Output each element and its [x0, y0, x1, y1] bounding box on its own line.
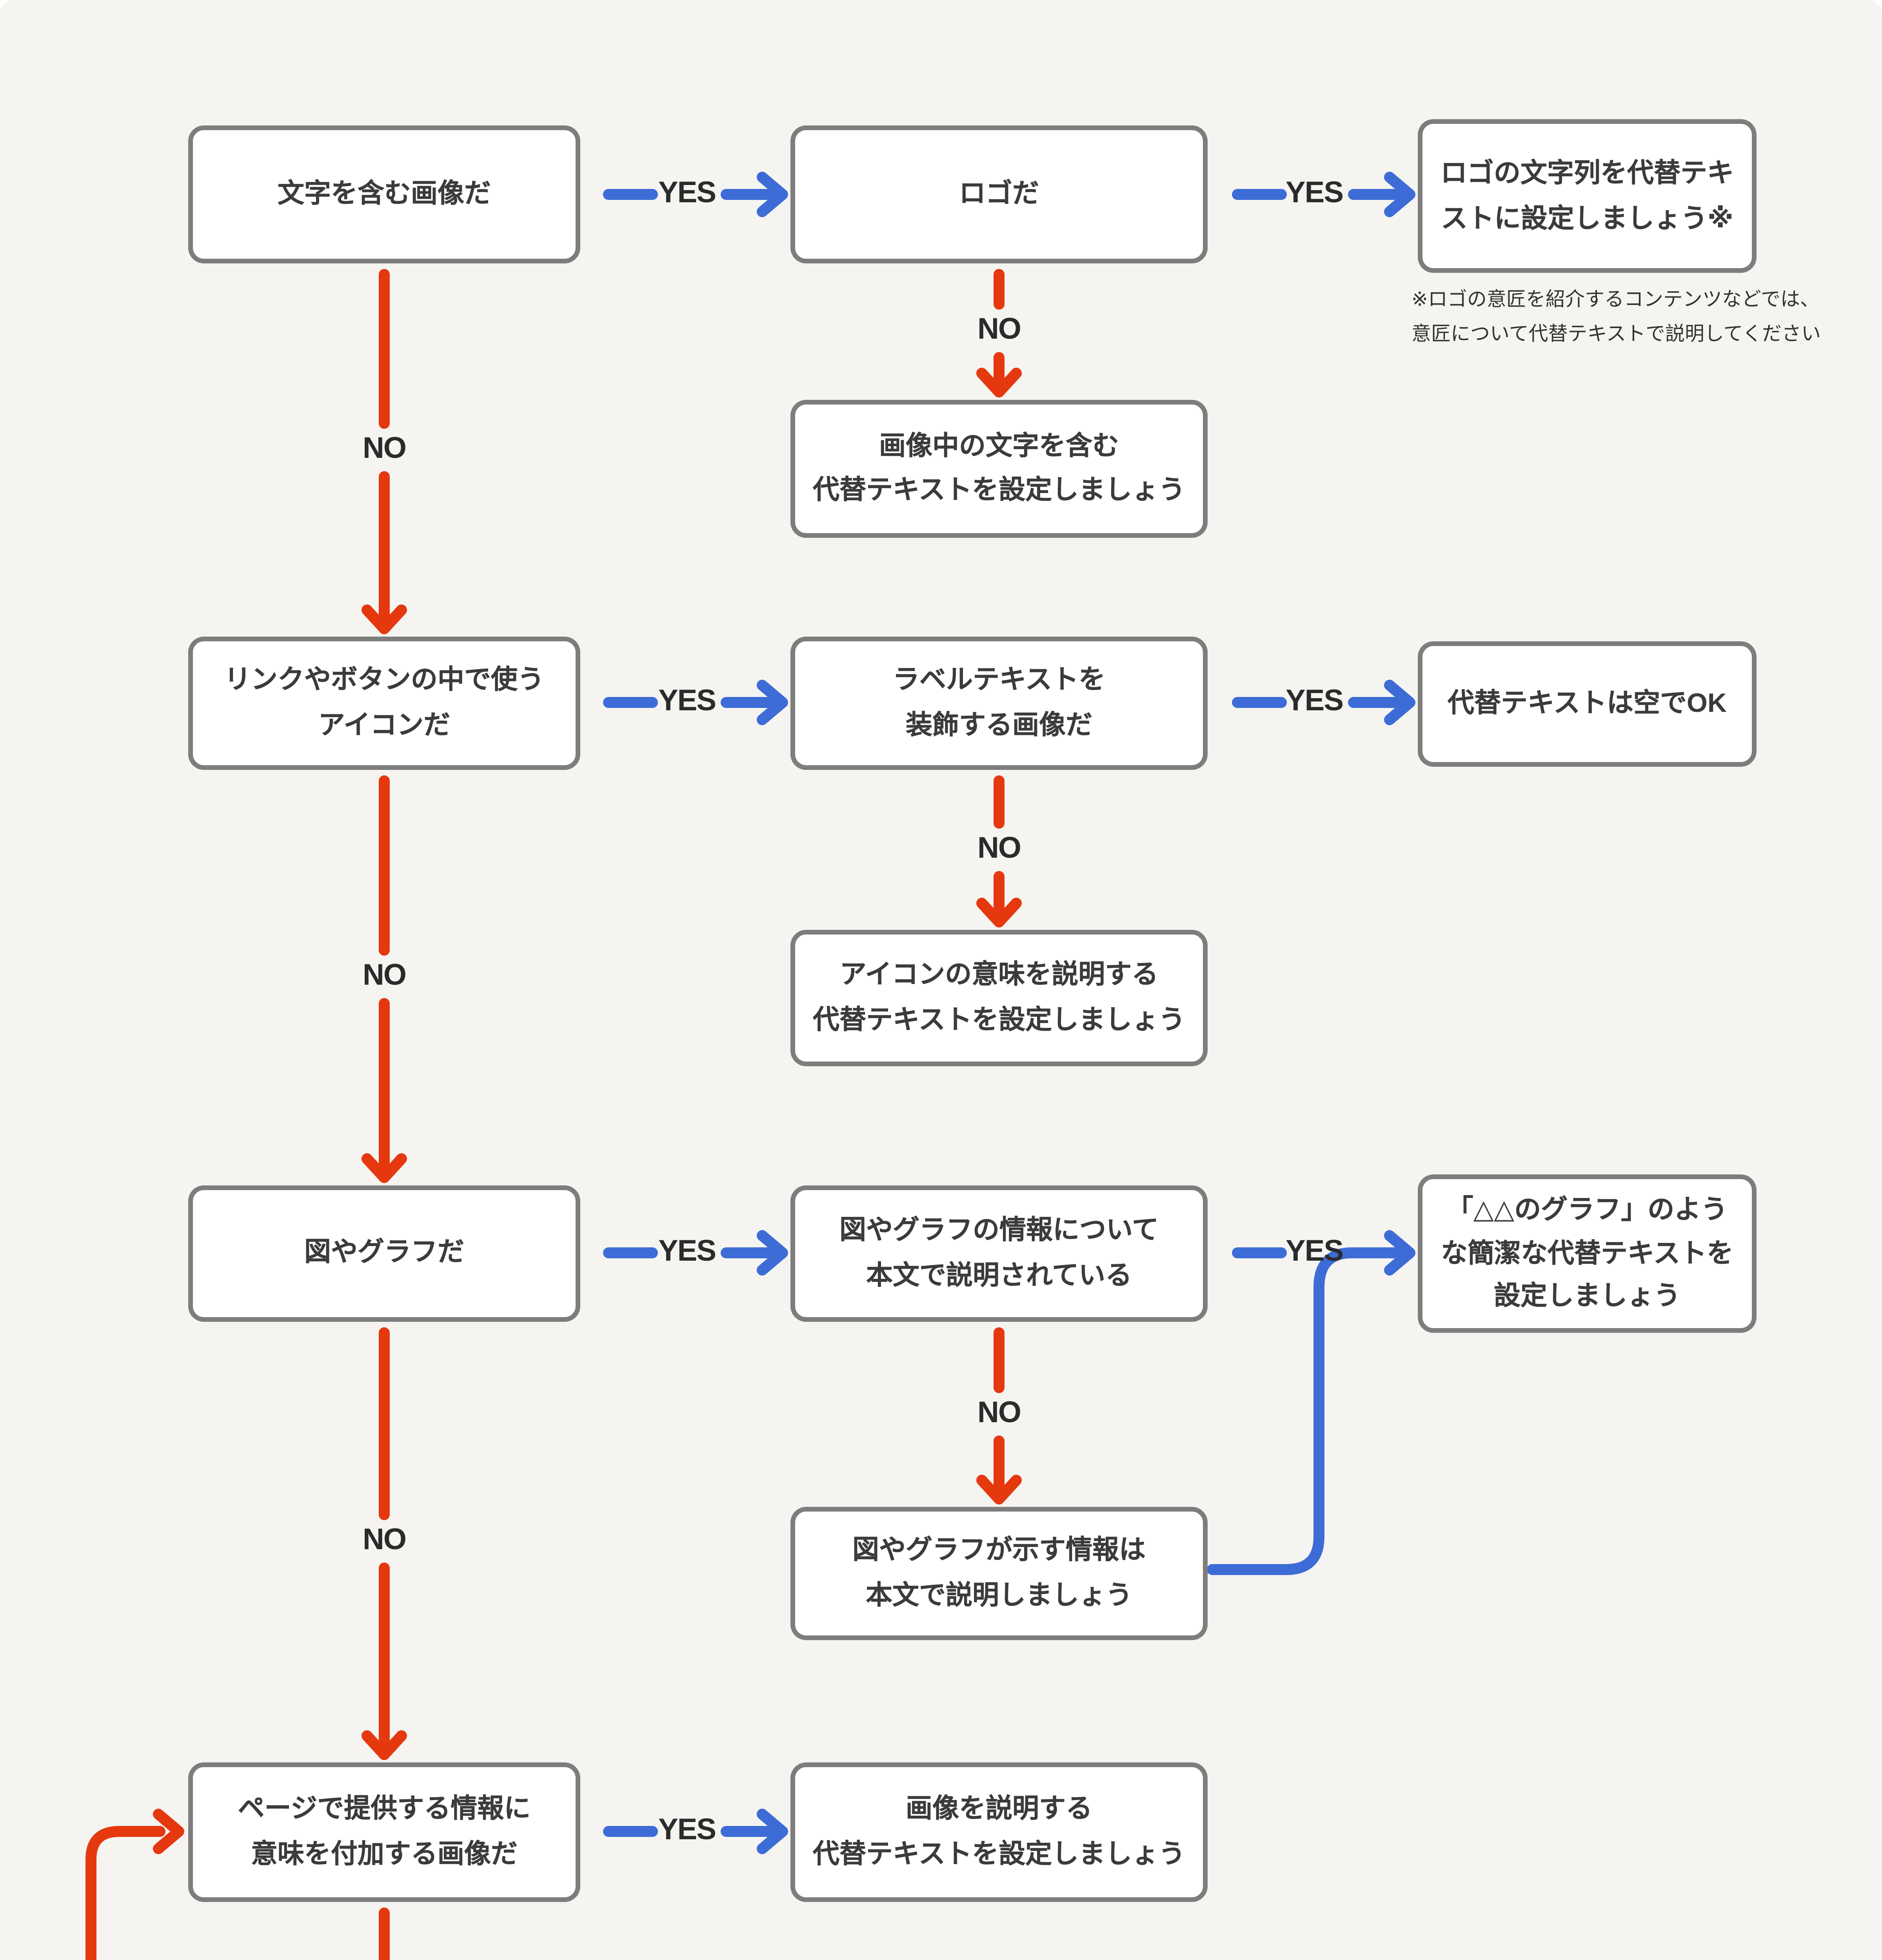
edge-12-no-label: NO	[363, 1524, 407, 1557]
node-question-logo: ロゴだ	[790, 125, 1208, 263]
edge-6-no-line	[976, 775, 1022, 927]
node-text: ロゴだ	[959, 178, 1039, 209]
node-text: 文字を含む画像だ	[278, 178, 491, 209]
edge-7-no-line	[362, 775, 407, 1183]
node-text: アイコンの意味を説明する 代替テキストを設定しましょう	[813, 960, 1185, 1034]
edge-4-yes-label: YES	[658, 685, 716, 718]
node-text: 図やグラフだ	[304, 1238, 464, 1268]
edge-3-no-line	[362, 269, 407, 634]
edge-4-yes-arrow	[721, 680, 788, 725]
node-text: 画像を説明する 代替テキストを設定しましょう	[813, 1794, 1185, 1868]
node-question-chart: 図やグラフだ	[188, 1185, 580, 1322]
edge-10-no-line	[976, 1327, 1022, 1504]
node-answer-chart-simple-alt: 「△△のグラフ」のよう な簡潔な代替テキストを 設定しましょう	[1418, 1174, 1757, 1333]
edge-0-yes-arrow	[721, 172, 788, 217]
edge-14-no-line	[379, 1907, 390, 1960]
node-text: ロゴの文字列を代替テキ ストに設定しましょう※	[1441, 158, 1734, 234]
edge-9-yes-label: YES	[1285, 1236, 1344, 1269]
node-answer-icon-meaning-alt: アイコンの意味を説明する 代替テキストを設定しましょう	[790, 930, 1208, 1066]
node-text: ページで提供する情報に 意味を付加する画像だ	[238, 1794, 531, 1868]
edge-1-yes-label: YES	[1285, 177, 1344, 210]
edge-0-yes-label: YES	[658, 177, 716, 210]
edge-16-no-loop-line	[85, 1809, 184, 1960]
edge-5-yes-label: YES	[1285, 685, 1344, 718]
edge-13-yes-label: YES	[658, 1814, 716, 1847]
node-text: 図やグラフの情報について 本文で説明されている	[839, 1216, 1159, 1290]
node-text: ラベルテキストを 装飾する画像だ	[893, 665, 1105, 739]
edge-12-no-line	[362, 1327, 407, 1760]
edge-9-yes-arrow	[1348, 1230, 1415, 1276]
node-answer-text-in-image-alt: 画像中の文字を含む 代替テキストを設定しましょう	[790, 400, 1208, 538]
node-answer-empty-alt-icon: 代替テキストは空でOK	[1418, 641, 1757, 767]
edge-7-no-label: NO	[363, 960, 407, 993]
edge-6-no-label: NO	[977, 833, 1021, 866]
node-answer-describe-image-alt: 画像を説明する 代替テキストを設定しましょう	[790, 1762, 1208, 1902]
node-text: 代替テキストは空でOK	[1448, 688, 1727, 718]
edge-11-merge-line	[1207, 1247, 1357, 1575]
edge-5-yes-arrow	[1348, 680, 1415, 725]
edge-1-yes-arrow	[1348, 172, 1415, 217]
node-question-decorates-label: ラベルテキストを 装飾する画像だ	[790, 637, 1208, 770]
node-question-adds-meaning: ページで提供する情報に 意味を付加する画像だ	[188, 1762, 580, 1902]
edge-10-no-label: NO	[977, 1397, 1021, 1430]
edge-2-no-label: NO	[977, 314, 1021, 347]
edge-8-yes-arrow	[721, 1230, 788, 1276]
node-answer-logo-text-alt: ロゴの文字列を代替テキ ストに設定しましょう※	[1418, 119, 1757, 273]
node-question-chart-explained-in-body: 図やグラフの情報について 本文で説明されている	[790, 1185, 1208, 1322]
node-text: 「△△のグラフ」のよう な簡潔な代替テキストを 設定しましょう	[1441, 1195, 1733, 1312]
edge-3-no-label: NO	[363, 433, 407, 466]
edge-13-yes-arrow	[721, 1809, 788, 1854]
logo-footnote: ※ロゴの意匠を紹介するコンテンツなどでは、 意匠について代替テキストで説明してく…	[1412, 289, 1821, 344]
node-text: 画像中の文字を含む 代替テキストを設定しましょう	[813, 431, 1185, 505]
edge-2-no-line	[976, 269, 1022, 397]
node-answer-explain-chart-in-body: 図やグラフが示す情報は 本文で説明しましょう	[790, 1507, 1208, 1640]
node-question-text-image: 文字を含む画像だ	[188, 125, 580, 263]
node-text: リンクやボタンの中で使う アイコンだ	[224, 665, 544, 739]
node-question-icon-in-link: リンクやボタンの中で使う アイコンだ	[188, 637, 580, 770]
node-text: 図やグラフが示す情報は 本文で説明しましょう	[852, 1535, 1146, 1610]
edge-8-yes-label: YES	[658, 1236, 716, 1269]
